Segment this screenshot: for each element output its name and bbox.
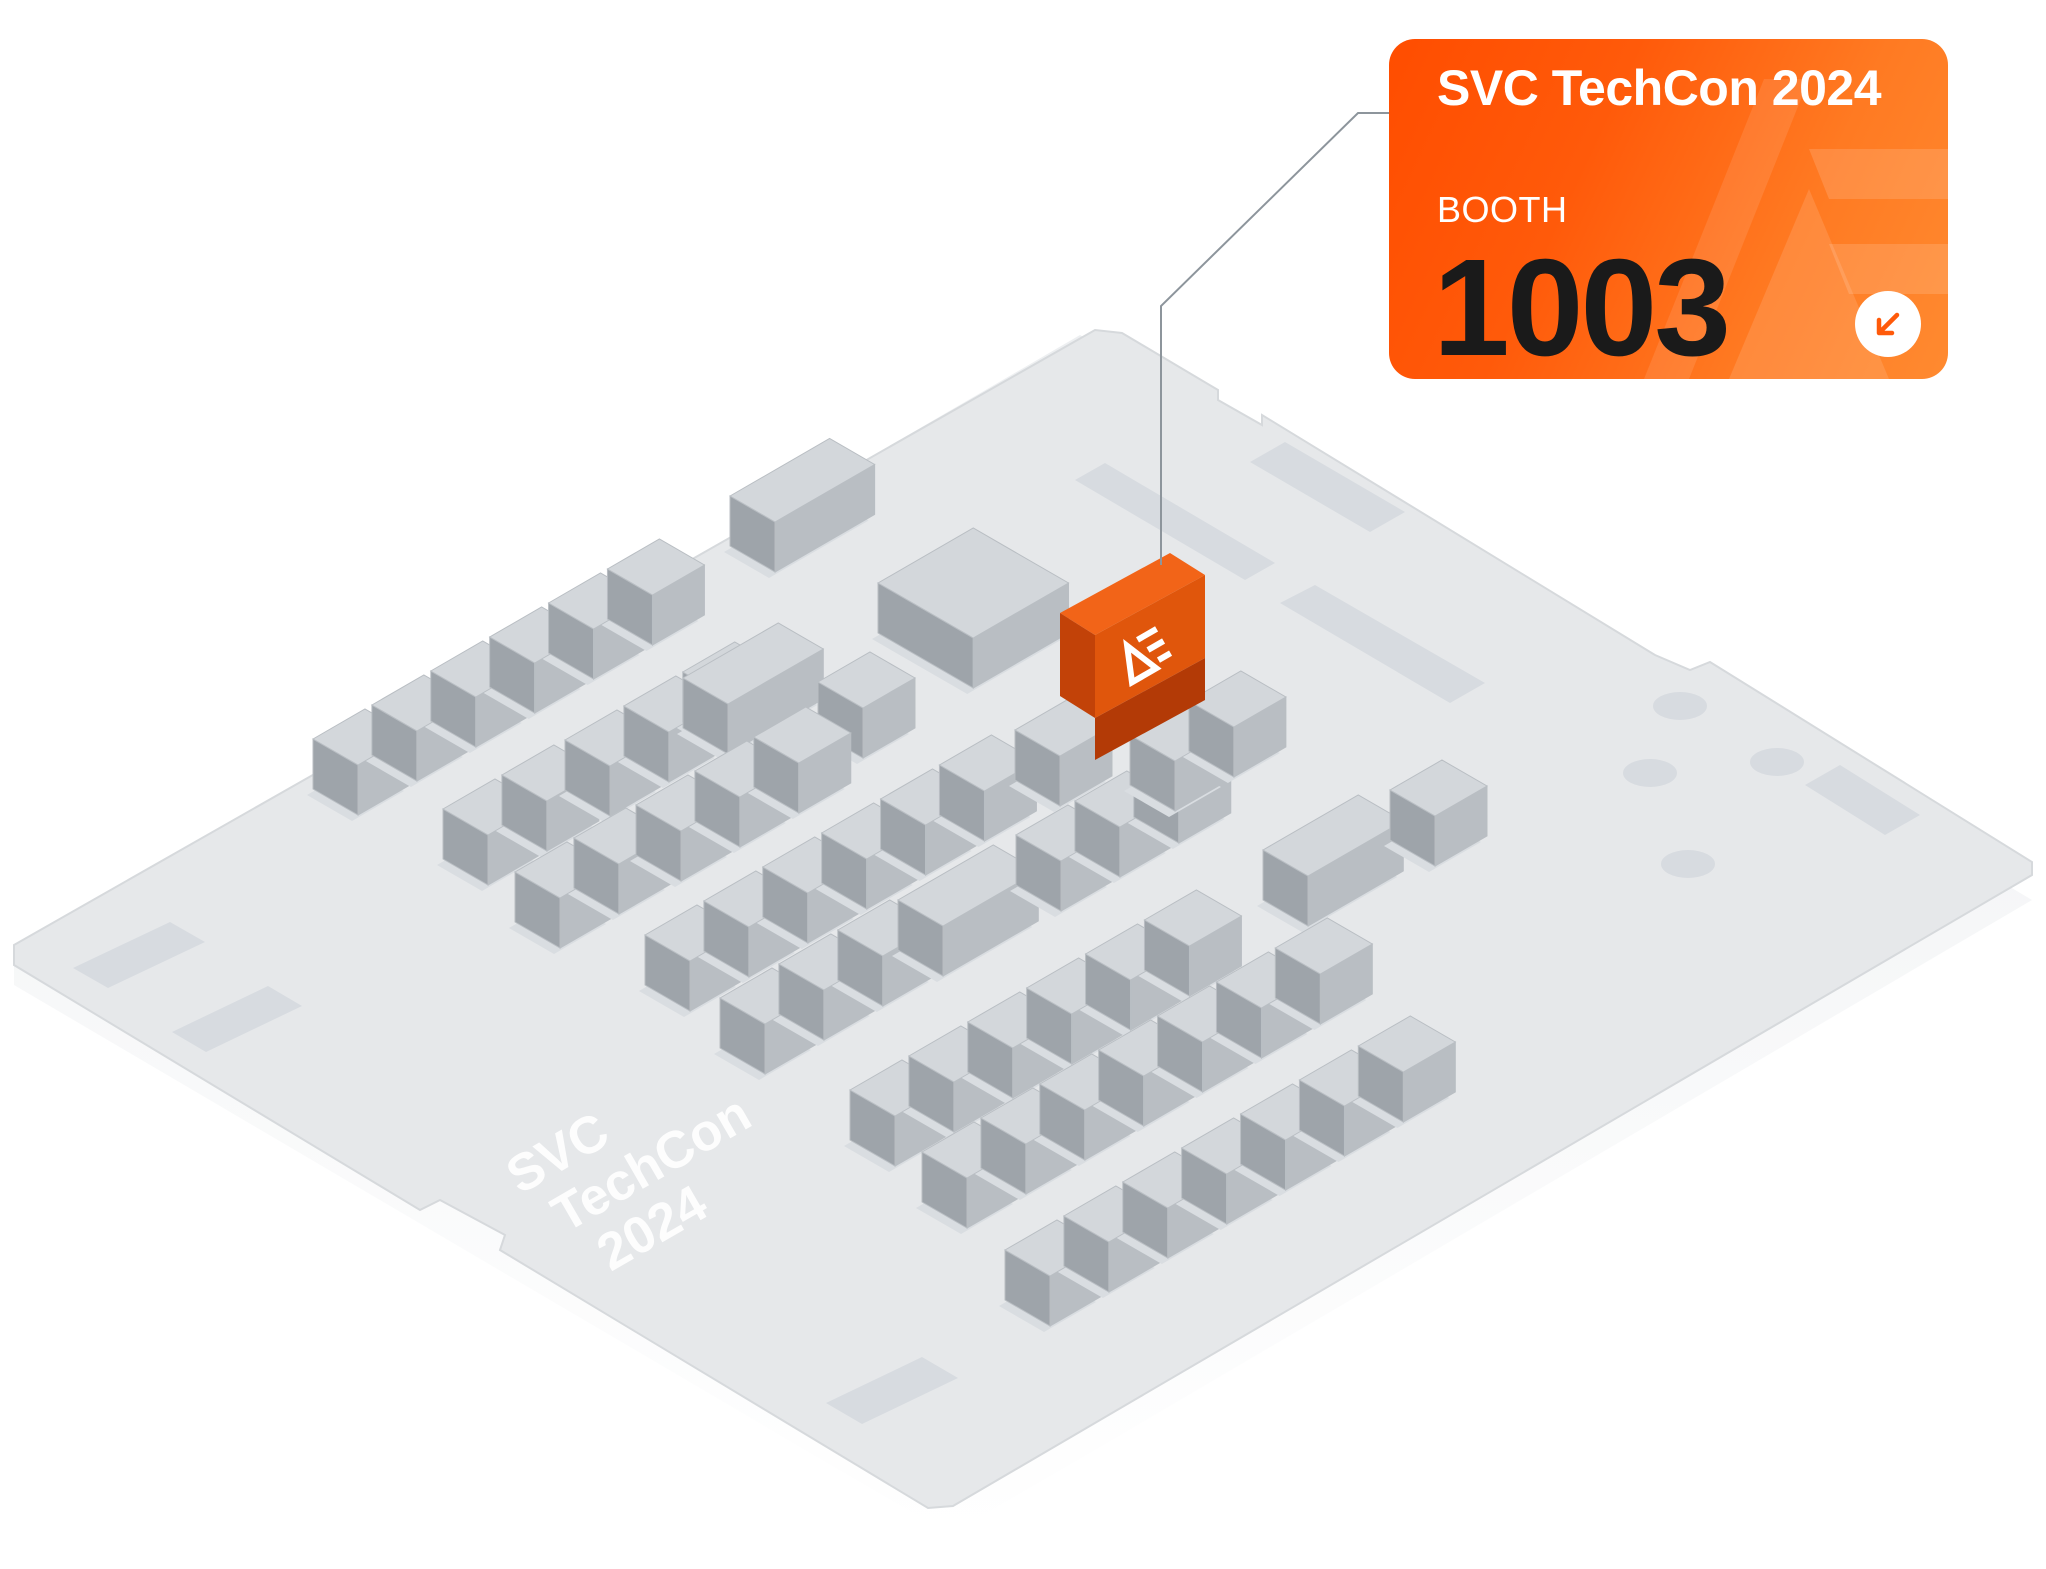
booth-block[interactable]: [872, 527, 1070, 694]
booth-block[interactable]: [892, 844, 1040, 982]
booth-label: BOOTH: [1437, 189, 1568, 230]
booth-block[interactable]: [601, 538, 706, 651]
arrow-down-left-icon: [1876, 312, 1900, 336]
booth-block[interactable]: [1009, 699, 1113, 812]
booth-blocks: [307, 437, 1488, 1332]
booth-block[interactable]: [1352, 1015, 1457, 1128]
booth-block[interactable]: [1138, 889, 1243, 1002]
highlighted-booth[interactable]: [1060, 553, 1205, 760]
booth-block[interactable]: [1010, 804, 1114, 917]
booth-block[interactable]: [747, 706, 852, 819]
event-title: SVC TechCon 2024: [1437, 60, 1882, 116]
booth-block[interactable]: [1182, 670, 1287, 783]
ae-logo-icon: [1123, 626, 1173, 688]
booth-block[interactable]: [1384, 759, 1488, 872]
booth-block[interactable]: [1257, 794, 1405, 932]
callout-leader-line: [1160, 112, 1389, 565]
card-logo-watermark: [1644, 79, 1948, 379]
booth-block[interactable]: [1269, 917, 1374, 1030]
booth-number: 1003: [1433, 231, 1731, 379]
booth-callout-card[interactable]: SVC TechCon 2024 BOOTH 1003: [1389, 39, 1948, 379]
booth-block[interactable]: [724, 437, 876, 579]
floor-pads: [73, 442, 1920, 1424]
floor-plate: [13, 328, 2033, 1535]
booth-block[interactable]: [677, 622, 825, 760]
booth-block[interactable]: [495, 744, 600, 857]
locate-booth-button[interactable]: [1855, 291, 1921, 357]
